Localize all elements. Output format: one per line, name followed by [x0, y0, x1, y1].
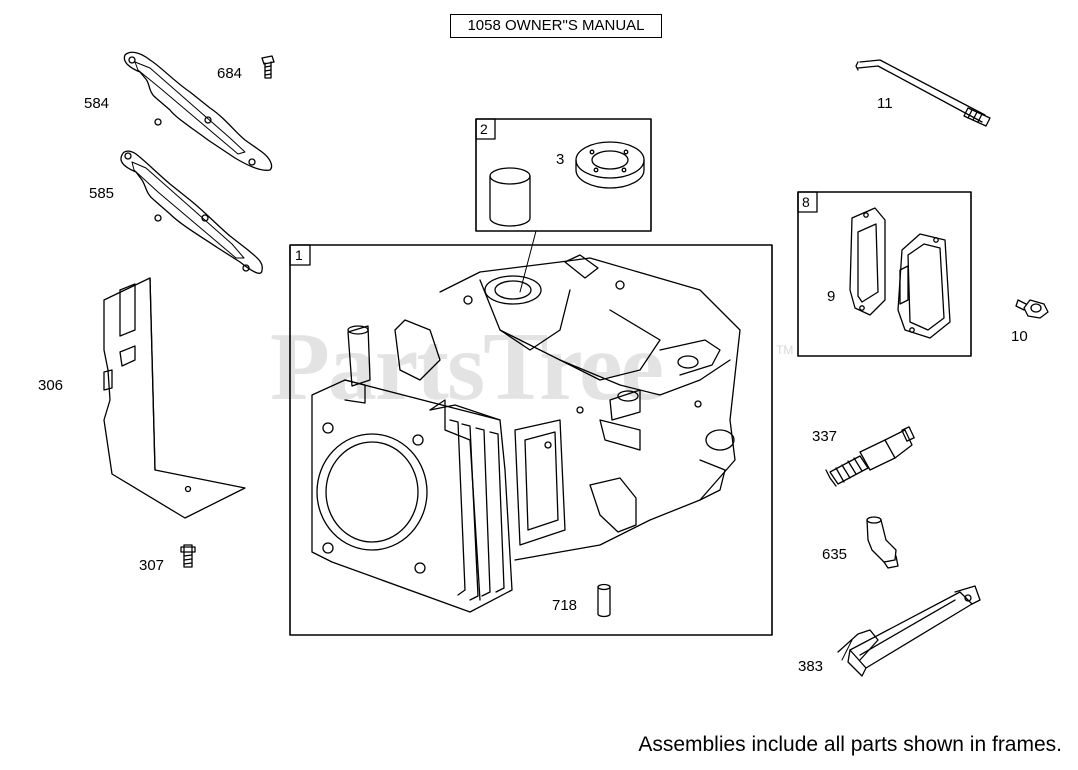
shield-383 [837, 585, 981, 677]
callout-11: 11 [877, 95, 893, 112]
cylinder-block-1 [311, 254, 741, 613]
frame-number-2: 2 [480, 121, 488, 137]
watermark-text: PartsTree [270, 313, 664, 421]
callout-306: 306 [38, 377, 64, 394]
bracket-306 [103, 277, 246, 519]
frame-number-8: 8 [802, 194, 810, 210]
spark-plug-337 [825, 426, 915, 487]
callout-383: 383 [798, 658, 824, 675]
callout-307: 307 [139, 557, 165, 574]
breather-cover-9 [897, 233, 951, 339]
callout-684: 684 [217, 65, 243, 82]
screw-10 [1015, 299, 1049, 319]
frame-1-tag [289, 244, 311, 266]
dowel-pin-718 [597, 583, 611, 618]
frame-8-tag [797, 191, 818, 213]
callout-3: 3 [556, 151, 565, 168]
callout-10: 10 [1011, 328, 1028, 345]
gasket-585 [120, 150, 263, 274]
callout-337: 337 [812, 428, 838, 445]
frame-1-box [289, 244, 773, 636]
frame-2-tag [475, 118, 496, 140]
frame-8-box [797, 191, 972, 357]
tube-11 [855, 59, 991, 127]
screw-684 [261, 55, 275, 79]
gasket-584 [123, 51, 273, 171]
watermark-trademark: TM [776, 343, 794, 357]
callout-635: 635 [822, 546, 848, 563]
callout-585: 585 [89, 185, 115, 202]
callout-718: 718 [552, 597, 578, 614]
sleeve-2 [489, 167, 531, 227]
manual-label-box: 1058 OWNER"S MANUAL [450, 14, 662, 38]
bolt-307 [180, 544, 196, 568]
seal-3 [575, 141, 645, 189]
callout-584: 584 [84, 95, 110, 112]
fitting-635 [866, 516, 899, 569]
footer-note: Assemblies include all parts shown in fr… [638, 733, 1062, 756]
callout-9: 9 [827, 288, 836, 305]
frame-number-1: 1 [295, 247, 303, 263]
breather-gasket-9 [849, 207, 886, 316]
frame-2-box [475, 118, 652, 232]
